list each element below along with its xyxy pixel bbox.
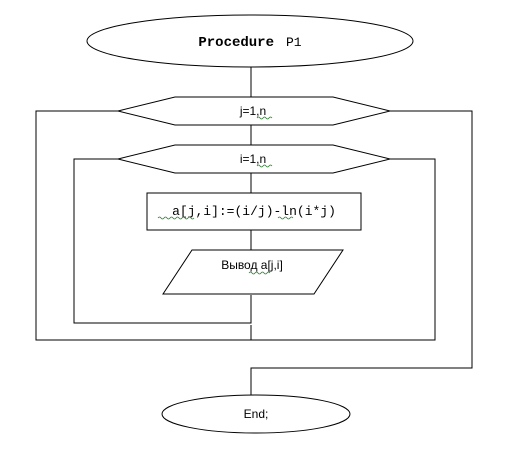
outer-loop-hexagon: j=1,n bbox=[117, 96, 391, 126]
spellcheck-underline bbox=[157, 216, 195, 220]
start-label: Procedure P1 bbox=[198, 33, 301, 51]
assignment-label: a[j,i]:=(i/j)-ln(i*j) bbox=[172, 204, 336, 219]
outer-loop-return-line bbox=[35, 110, 252, 341]
inner-loop-exit-line bbox=[251, 158, 436, 341]
end-terminator: End; bbox=[161, 394, 351, 434]
procedure-name: P1 bbox=[286, 35, 302, 50]
outer-loop-label: j=1,n bbox=[239, 104, 266, 118]
spellcheck-underline bbox=[256, 164, 273, 168]
outer-loop-exit-line bbox=[250, 110, 473, 396]
inner-loop-label: i=1,n bbox=[240, 152, 266, 166]
spellcheck-underline bbox=[277, 216, 294, 220]
output-parallelogram: Вывод a[j,i] bbox=[162, 249, 344, 295]
spellcheck-underline bbox=[248, 271, 271, 275]
inner-loop-hexagon: i=1,n bbox=[117, 144, 391, 174]
inner-loop-return-line bbox=[73, 158, 252, 324]
assignment-process-box: a[j,i]:=(i/j)-ln(i*j) bbox=[146, 192, 362, 231]
end-label: End; bbox=[244, 407, 269, 421]
spellcheck-underline bbox=[256, 116, 273, 120]
start-terminator: Procedure P1 bbox=[86, 14, 414, 68]
procedure-keyword: Procedure bbox=[198, 35, 274, 51]
output-label: Вывод a[j,i] bbox=[221, 258, 283, 272]
